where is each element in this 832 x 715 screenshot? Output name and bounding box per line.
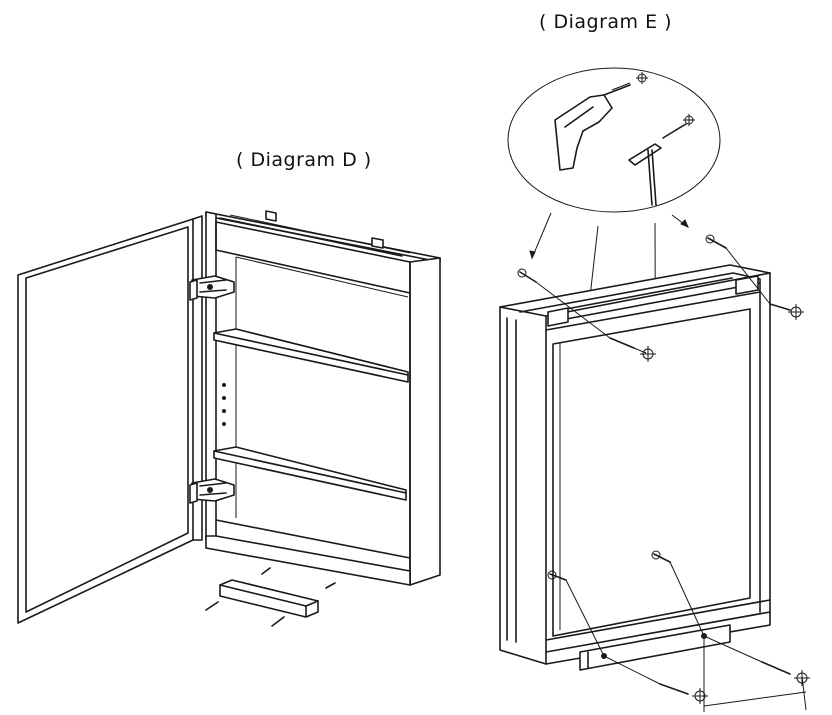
loose-mounting-bracket [219,579,319,618]
diagram-d-title: ( Diagram D ) [236,149,372,171]
diagram-e-wall-mounting [499,67,810,712]
top-mounting-brackets [265,210,384,249]
bottom-bracket [579,624,731,671]
glass-shelf-lower [213,446,407,501]
wall-crosshair-icons [640,304,810,704]
screwdriver-icon [628,143,662,206]
screw-anchor-icon [662,123,687,139]
tools-callout [507,67,721,213]
lower-hinge [189,478,235,504]
cabinet-body [205,211,441,586]
glass-shelf-upper [213,328,409,383]
upper-hinge [189,275,235,301]
loose-screws [205,567,336,627]
mounted-cabinet [499,264,771,665]
diagram-d-open-cabinet [17,210,441,627]
drill-icon [554,82,631,171]
diagram-e-title: ( Diagram E ) [539,11,673,33]
crosshair-icon [636,72,695,126]
mirror-door [17,215,203,624]
mounting-screws [517,234,791,695]
